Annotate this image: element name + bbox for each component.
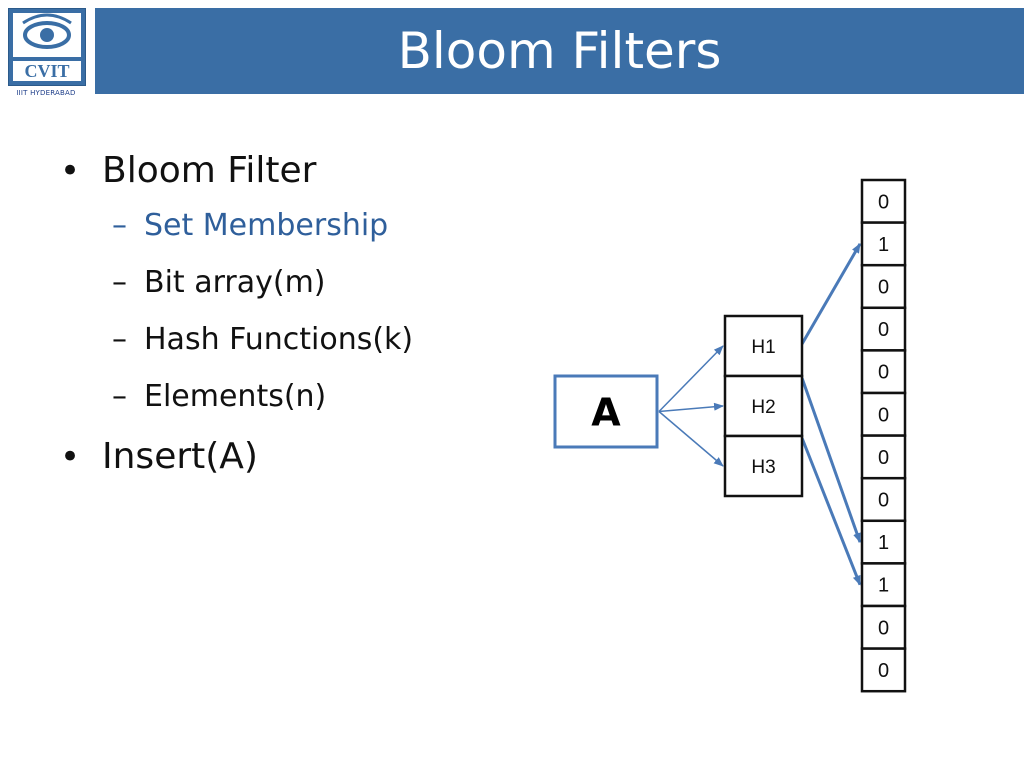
bullet-list: • Bloom Filter – Set Membership – Bit ar… — [60, 145, 413, 483]
bit-cell — [860, 519, 907, 565]
hash-box — [723, 314, 804, 378]
sub-item: – Bit array(m) — [60, 254, 413, 311]
bullet-dot: • — [60, 437, 81, 477]
bit-value: 1 — [878, 234, 889, 256]
page-title: Bloom Filters — [397, 22, 722, 80]
bullet-label: Bloom Filter — [102, 150, 317, 191]
hash-label: H2 — [751, 397, 775, 418]
hash-to-bit-arrow — [800, 243, 862, 345]
hash-to-bit-arrow — [800, 377, 862, 544]
bit-cell — [860, 391, 907, 437]
sub-item-label: Set Membership — [144, 208, 389, 243]
bit-value: 1 — [878, 532, 889, 554]
bullet-item: • Bloom Filter — [60, 145, 413, 197]
bit-cell — [860, 263, 907, 310]
bit-value: 0 — [878, 404, 889, 426]
hash-to-bit-arrow — [800, 437, 862, 586]
bit-cell — [860, 306, 907, 352]
sub-item-label: Bit array(m) — [144, 265, 326, 300]
bit-value: 0 — [878, 617, 889, 639]
element-to-hash-arrow — [658, 345, 724, 413]
element-to-hash-arrow — [658, 410, 724, 467]
bit-cell — [860, 647, 907, 693]
hash-label: H1 — [751, 337, 775, 358]
bit-value: 0 — [878, 660, 889, 682]
bullet-item: • Insert(A) — [60, 431, 413, 483]
bullet-label: Insert(A) — [102, 436, 258, 477]
arrow-layer — [658, 243, 862, 586]
bit-value: 0 — [878, 319, 889, 341]
sub-dash: – — [112, 265, 127, 300]
sub-item: – Set Membership — [60, 197, 413, 254]
element-to-hash-arrow — [658, 402, 724, 413]
element-label: A — [591, 391, 621, 435]
logo-caption: IIIT HYDERABAD — [16, 89, 76, 97]
eye-icon: CVIT — [13, 13, 81, 81]
sub-dash: – — [112, 379, 127, 414]
sub-item-label: Elements(n) — [144, 379, 327, 414]
bit-value: 0 — [878, 362, 889, 384]
bit-cell — [860, 178, 907, 224]
bullet-dot: • — [60, 151, 81, 191]
cvit-logo: CVIT — [8, 8, 86, 86]
element-box — [553, 374, 659, 449]
bit-value: 0 — [878, 277, 889, 299]
bit-value: 1 — [878, 575, 889, 597]
bit-cell — [860, 221, 907, 267]
hash-label: H3 — [751, 457, 775, 478]
sub-item-label: Hash Functions(k) — [144, 322, 414, 357]
bit-value: 0 — [878, 447, 889, 469]
bit-value: 0 — [878, 191, 889, 213]
sub-item: – Elements(n) — [60, 368, 413, 425]
sub-dash: – — [112, 208, 127, 243]
bit-value: 0 — [878, 490, 889, 512]
bit-cell — [860, 604, 907, 650]
hash-box — [723, 434, 804, 498]
title-bar: Bloom Filters — [95, 8, 1024, 94]
logo-text: CVIT — [24, 61, 69, 81]
sub-item: – Hash Functions(k) — [60, 311, 413, 368]
sub-dash: – — [112, 322, 127, 357]
